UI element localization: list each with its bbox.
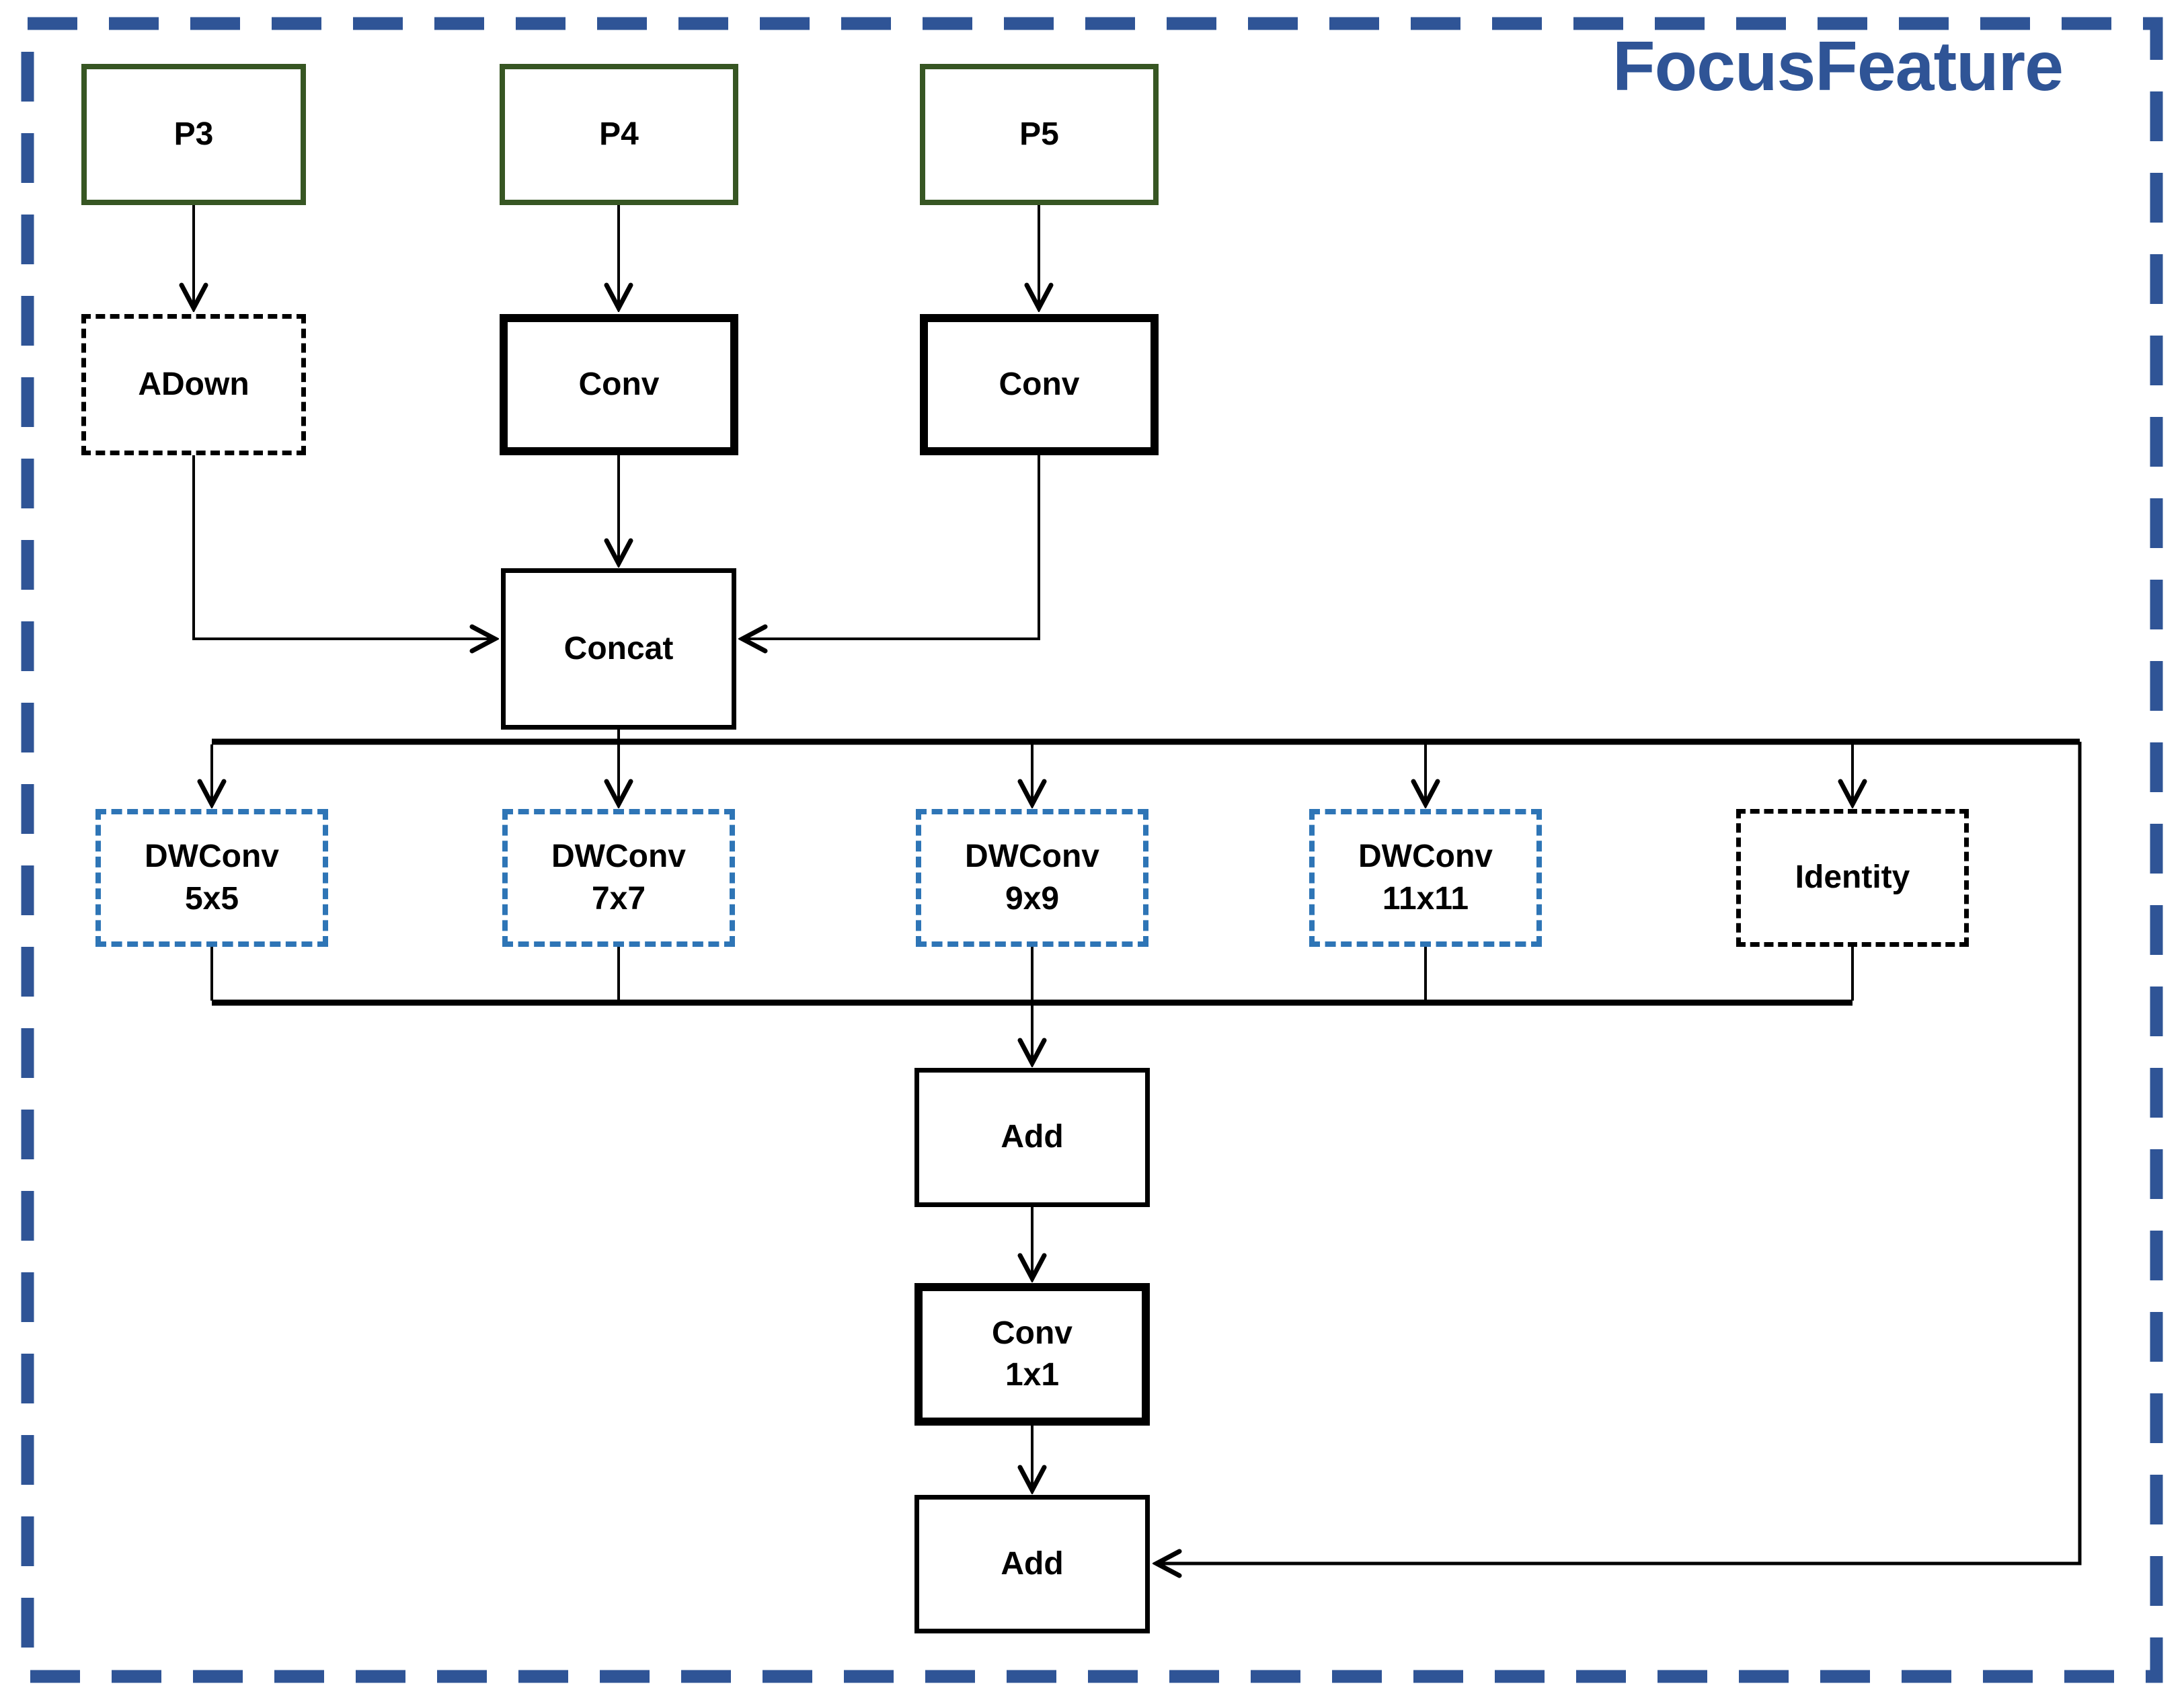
node-p5: P5 (920, 64, 1159, 205)
node-dwconv-7x7-line1: DWConv (551, 839, 686, 875)
node-conv-p5-label: Conv (999, 366, 1080, 402)
node-conv-p4-label: Conv (578, 366, 660, 402)
outer-border (21, 17, 2163, 1683)
node-identity: Identity (1736, 809, 1969, 947)
node-conv-1x1-line2: 1x1 (1005, 1357, 1060, 1393)
node-p4: P4 (500, 64, 738, 205)
node-add-1-label: Add (1001, 1119, 1064, 1155)
node-dwconv-7x7: DWConv 7x7 (502, 809, 735, 947)
node-concat-label: Concat (563, 630, 674, 666)
node-conv-1x1: Conv 1x1 (914, 1283, 1150, 1426)
node-conv-p4: Conv (500, 314, 738, 455)
node-add-2: Add (914, 1495, 1150, 1633)
node-dwconv-11x11-line2: 11x11 (1382, 880, 1469, 917)
node-dwconv-11x11: DWConv 11x11 (1309, 809, 1542, 947)
node-conv-p5: Conv (920, 314, 1159, 455)
node-p4-label: P4 (599, 116, 639, 152)
node-dwconv-5x5-line1: DWConv (145, 839, 279, 875)
node-adown: ADown (81, 314, 306, 455)
node-add-2-label: Add (1001, 1545, 1064, 1582)
node-dwconv-5x5-line2: 5x5 (184, 880, 239, 917)
diagram-title: FocusFeature (1612, 28, 2064, 106)
node-adown-label: ADown (138, 366, 249, 402)
node-p5-label: P5 (1019, 116, 1059, 152)
node-concat: Concat (501, 568, 736, 730)
node-dwconv-7x7-line2: 7x7 (591, 880, 646, 917)
node-add-1: Add (914, 1068, 1150, 1207)
node-identity-label: Identity (1795, 859, 1910, 896)
node-dwconv-9x9-line2: 9x9 (1005, 880, 1060, 917)
node-dwconv-9x9: DWConv 9x9 (916, 809, 1148, 947)
node-dwconv-5x5: DWConv 5x5 (95, 809, 328, 947)
node-dwconv-9x9-line1: DWConv (965, 839, 1099, 875)
node-conv-1x1-line1: Conv (992, 1315, 1072, 1351)
node-dwconv-11x11-line1: DWConv (1358, 839, 1493, 875)
skip-connection (1157, 742, 2082, 1563)
node-p3-label: P3 (173, 116, 214, 152)
node-p3: P3 (81, 64, 306, 205)
